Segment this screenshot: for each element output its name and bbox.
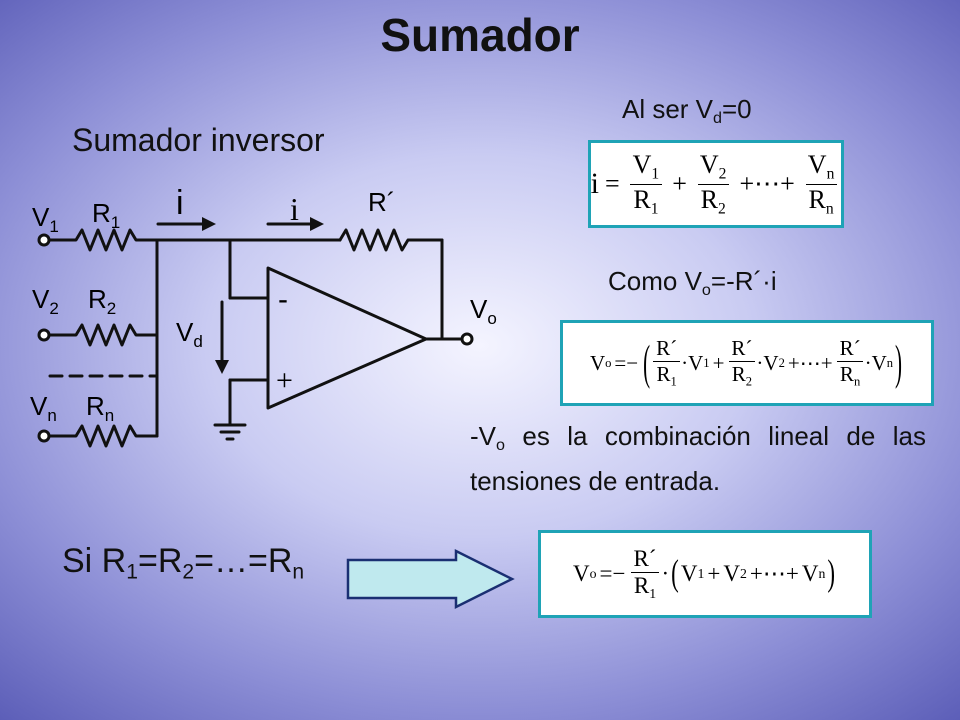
implies-arrow-icon xyxy=(346,548,515,610)
label-i-2: i xyxy=(290,191,299,227)
label-rn: Rn xyxy=(86,391,114,425)
label-r-feedback: R´ xyxy=(368,187,395,217)
como-text: Como Vo=-R´·i xyxy=(608,266,777,300)
resistor-r2 xyxy=(47,323,159,347)
page-title: Sumador xyxy=(380,9,580,61)
label-r2: R2 xyxy=(88,284,116,318)
resistor-r1 xyxy=(47,228,159,252)
label-vd: Vd xyxy=(176,317,203,351)
linear-combination-text: -Vo es la combinación lineal de las tens… xyxy=(470,421,926,497)
label-r1: R1 xyxy=(92,198,120,232)
label-i-1: i xyxy=(176,184,184,222)
al-ser-text: Al ser Vd=0 xyxy=(622,94,752,128)
label-vn: Vn xyxy=(30,391,57,425)
label-v2: V2 xyxy=(32,284,59,318)
label-v1: V1 xyxy=(32,202,59,236)
resistor-r-feedback xyxy=(338,228,444,252)
terminal-vo xyxy=(460,332,474,346)
section-subtitle: Sumador inversor xyxy=(72,122,325,158)
label-minus-input: - xyxy=(278,283,288,316)
label-vo: Vo xyxy=(470,294,497,328)
label-plus-input: + xyxy=(276,364,293,397)
resistor-rn xyxy=(47,424,159,448)
op-amp-triangle xyxy=(266,266,428,410)
equal-resistors-condition: Si R1=R2=…=Rn xyxy=(62,542,305,584)
